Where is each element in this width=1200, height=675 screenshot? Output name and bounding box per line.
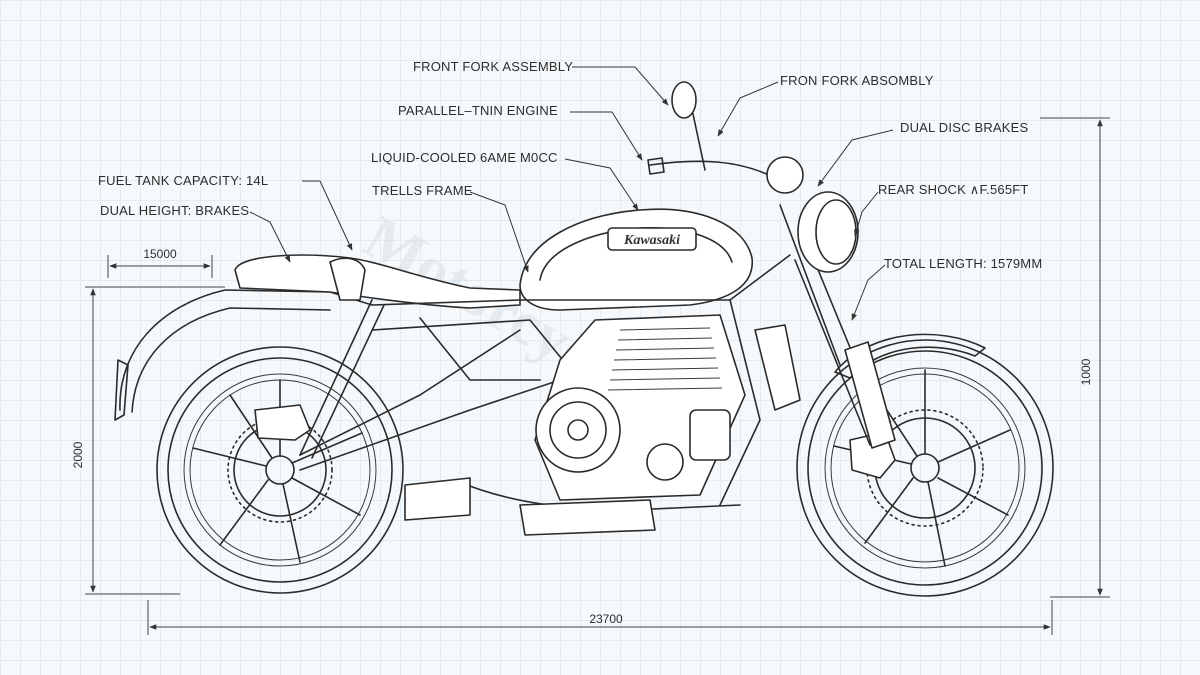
- label-total-length: TOTAL LENGTH: 1579MM: [884, 256, 1042, 271]
- engine: [534, 314, 746, 501]
- dimension-rear-height: 2000: [71, 286, 225, 595]
- radiator: [754, 324, 801, 411]
- rear-wheel: [156, 346, 404, 594]
- handlebar: [649, 160, 776, 179]
- callout-leaders: [249, 66, 894, 321]
- label-dual-disc-brakes: DUAL DISC BRAKES: [900, 120, 1029, 135]
- label-front-fork-absembly: FRON FORK ABSOMBLY: [780, 73, 934, 88]
- tank-logo: Kawasaki: [623, 233, 680, 248]
- tank-badge: [607, 227, 697, 251]
- rear-brake-caliper: [254, 404, 311, 441]
- gauge: [766, 156, 804, 194]
- front-fork: [779, 204, 896, 449]
- label-rear-shock: REAR SHOCK ∧F.565FT: [878, 182, 1029, 197]
- dimension-rear-height-value: 2000: [71, 441, 85, 468]
- motorcycle-drawing: Kawasaki: [114, 81, 1054, 597]
- dimension-front-height: 1000: [1040, 117, 1110, 598]
- label-fuel-tank-capacity: FUEL TANK CAPACITY: 14L: [98, 173, 268, 188]
- front-fender: [834, 333, 986, 379]
- label-front-fork-assembly: FRONT FORK ASSEMBLY: [413, 59, 573, 74]
- rear-fender: [119, 289, 373, 411]
- rear-shock: [299, 299, 373, 456]
- dimension-overall-length-value: 23700: [589, 612, 623, 626]
- dimension-seat-width-value: 15000: [143, 247, 177, 261]
- dimension-overall-length: 23700: [147, 600, 1053, 635]
- mirror: [671, 81, 697, 119]
- front-wheel: [796, 339, 1054, 597]
- label-liquid-cooled: LIQUID-COOLED 6AME M0CC: [371, 150, 558, 165]
- headlight: [797, 191, 859, 273]
- tail-light: [114, 359, 129, 421]
- exhaust: [404, 477, 741, 536]
- dimension-seat-width: 15000: [107, 247, 213, 278]
- fuel-tank: [519, 208, 753, 311]
- label-trellis-frame: TRELLS FRAME: [372, 183, 473, 198]
- label-dual-height: DUAL HEIGHT: BRAKES: [100, 203, 249, 218]
- dimension-front-height-value: 1000: [1079, 358, 1093, 385]
- label-parallel-twin-engine: PARALLEL–TNIN ENGINE: [398, 103, 558, 118]
